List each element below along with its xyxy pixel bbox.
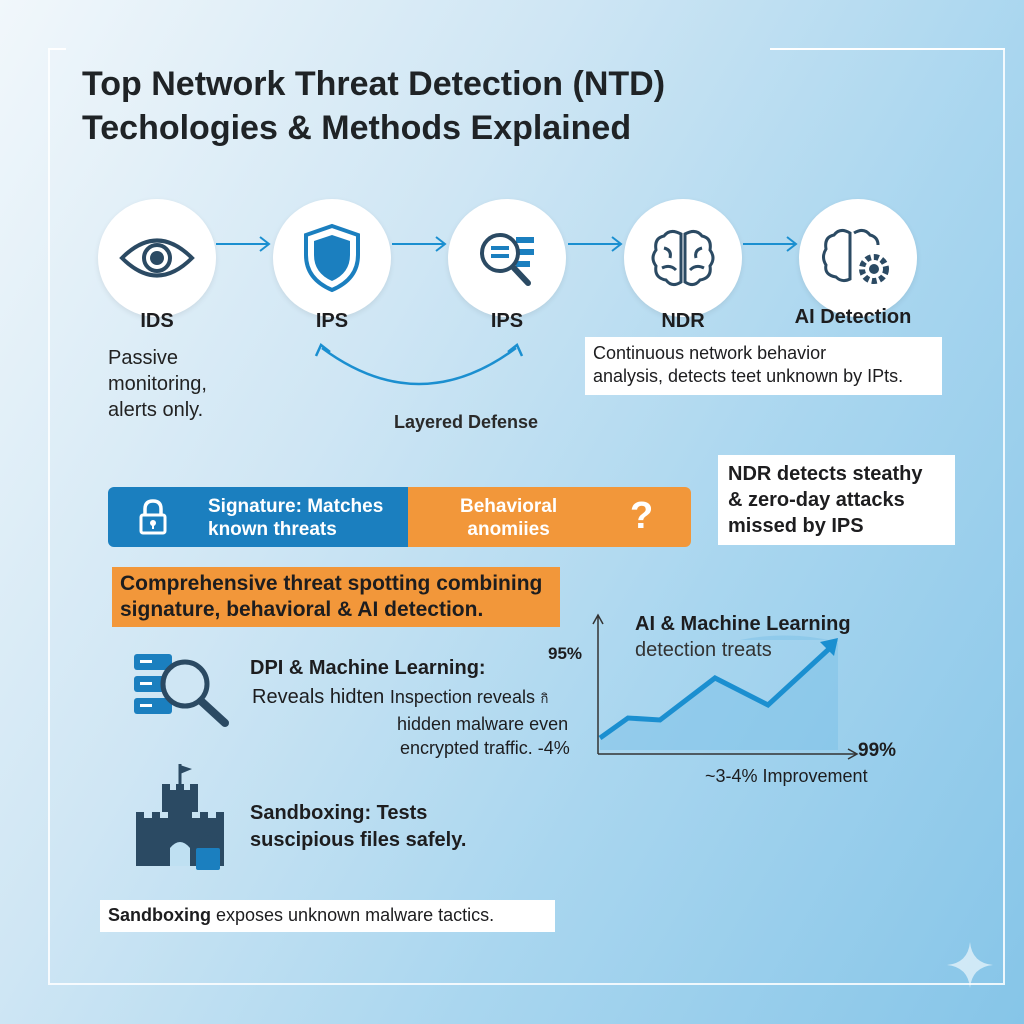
- ips-circle: [273, 199, 391, 317]
- chart-title: AI & Machine Learning: [635, 613, 851, 635]
- text-line: Comprehensive threat spotting combining: [120, 572, 543, 595]
- flow-label-ips: IPS: [315, 310, 349, 332]
- dpi-text-line2: hidden malware even: [397, 714, 569, 734]
- bidirectional-arrow-icon: [314, 343, 524, 386]
- text-line: Sandboxing: Tests: [250, 802, 428, 824]
- text-fragment: Inspection reveals: [389, 687, 535, 707]
- lock-icon: [139, 499, 167, 535]
- eye-icon: [119, 238, 195, 278]
- text-line: alerts only.: [108, 399, 204, 421]
- arrow-right-icon: [392, 236, 447, 252]
- text-fragment: encrypted traffic.: [400, 738, 533, 758]
- text-line: Continuous network behavior: [593, 343, 827, 363]
- x-end-label: 99%: [858, 740, 897, 761]
- text-line: NDR detects steathy: [728, 463, 923, 485]
- layered-defense-label: Layered Defense: [394, 412, 539, 432]
- behavioral-segment: Behavioral anomiies ?: [408, 487, 691, 547]
- text-line: missed by IPS: [728, 515, 864, 537]
- bottom-note-box: Sandboxing exposes unknown malware tacti…: [100, 900, 555, 932]
- chart-line: [598, 646, 832, 741]
- brain-icon: [651, 229, 715, 287]
- behavioral-label: Behavioral: [460, 496, 558, 517]
- signature-segment: Signature: Matches known threats: [108, 487, 408, 547]
- ndr-description-box: Continuous network behavior analysis, de…: [585, 337, 942, 395]
- ips-2-circle: [448, 199, 566, 317]
- text-line: & zero-day attacks: [728, 489, 905, 511]
- arrow-right-icon: [743, 236, 798, 252]
- improvement-chart: [592, 613, 859, 760]
- ndr-note-box: NDR detects steathy & zero-day attacks m…: [718, 455, 955, 545]
- question-icon: ?: [630, 495, 654, 537]
- text-line: analysis, detects teet unknown by IPts.: [593, 366, 904, 386]
- y-top-label: 95%: [548, 644, 583, 663]
- arrow-right-icon: [568, 236, 623, 252]
- detection-method-bar: Signature: Matches known threats Behavio…: [108, 487, 691, 547]
- frame-top-line-right: [770, 48, 1005, 50]
- frame-top: [48, 48, 1005, 985]
- text-fragment: กิ: [540, 691, 549, 706]
- sandbox-text: Sandboxing: Tests suscipious files safel…: [250, 800, 466, 854]
- signature-label: Signature: Matches: [208, 496, 384, 517]
- text-fragment: -4%: [537, 738, 570, 758]
- arrow-right-icon: [216, 236, 271, 252]
- text-line: Passive: [108, 347, 179, 369]
- ai-detection-circle: [799, 199, 917, 317]
- dpi-text: Reveals hidten Inspection reveals กิ: [252, 686, 548, 709]
- flow-label-ndr: NDR: [661, 310, 705, 332]
- castle-lock-icon: [136, 764, 224, 870]
- server-search-icon: [134, 654, 229, 727]
- flow-label-ids: IDS: [140, 310, 174, 332]
- text-fragment: Reveals hidten: [252, 686, 385, 708]
- ndr-circle: [624, 199, 742, 317]
- improvement-label: ~3-4% Improvement: [705, 766, 868, 786]
- text-line: signature, behavioral & AI detection.: [120, 598, 484, 621]
- text-fragment: exposes unknown malware tactics.: [211, 905, 495, 925]
- page-title: Top Network Threat Detection (NTD)Techol…: [82, 65, 666, 147]
- text-fragment: Sandboxing: [108, 905, 211, 925]
- chart-arrowhead-icon: [820, 638, 838, 656]
- ids-circle: [98, 199, 216, 317]
- ids-description: Passive monitoring, alerts only.: [108, 345, 207, 423]
- dpi-text-line3: encrypted traffic. -4%: [400, 738, 570, 759]
- dpi-title: DPI & Machine Learning:: [250, 657, 486, 679]
- flow-label-ips-2: IPS: [490, 310, 524, 332]
- text-line: suscipious files safely.: [250, 829, 467, 851]
- flow-label-ai-detection: AI Detection: [794, 306, 912, 328]
- chart-subtitle: detection treats: [635, 639, 772, 661]
- signature-label: known threats: [208, 519, 337, 540]
- brain-gear-icon: [822, 228, 889, 284]
- frame-top-line: [48, 48, 66, 50]
- sparkle-icon: [947, 942, 993, 988]
- behavioral-label: anomiies: [467, 519, 550, 540]
- shield-icon: [304, 223, 360, 293]
- document-search-icon: [480, 233, 534, 286]
- text-line: monitoring,: [108, 373, 207, 395]
- comprehensive-highlight: Comprehensive threat spotting combining …: [112, 567, 560, 627]
